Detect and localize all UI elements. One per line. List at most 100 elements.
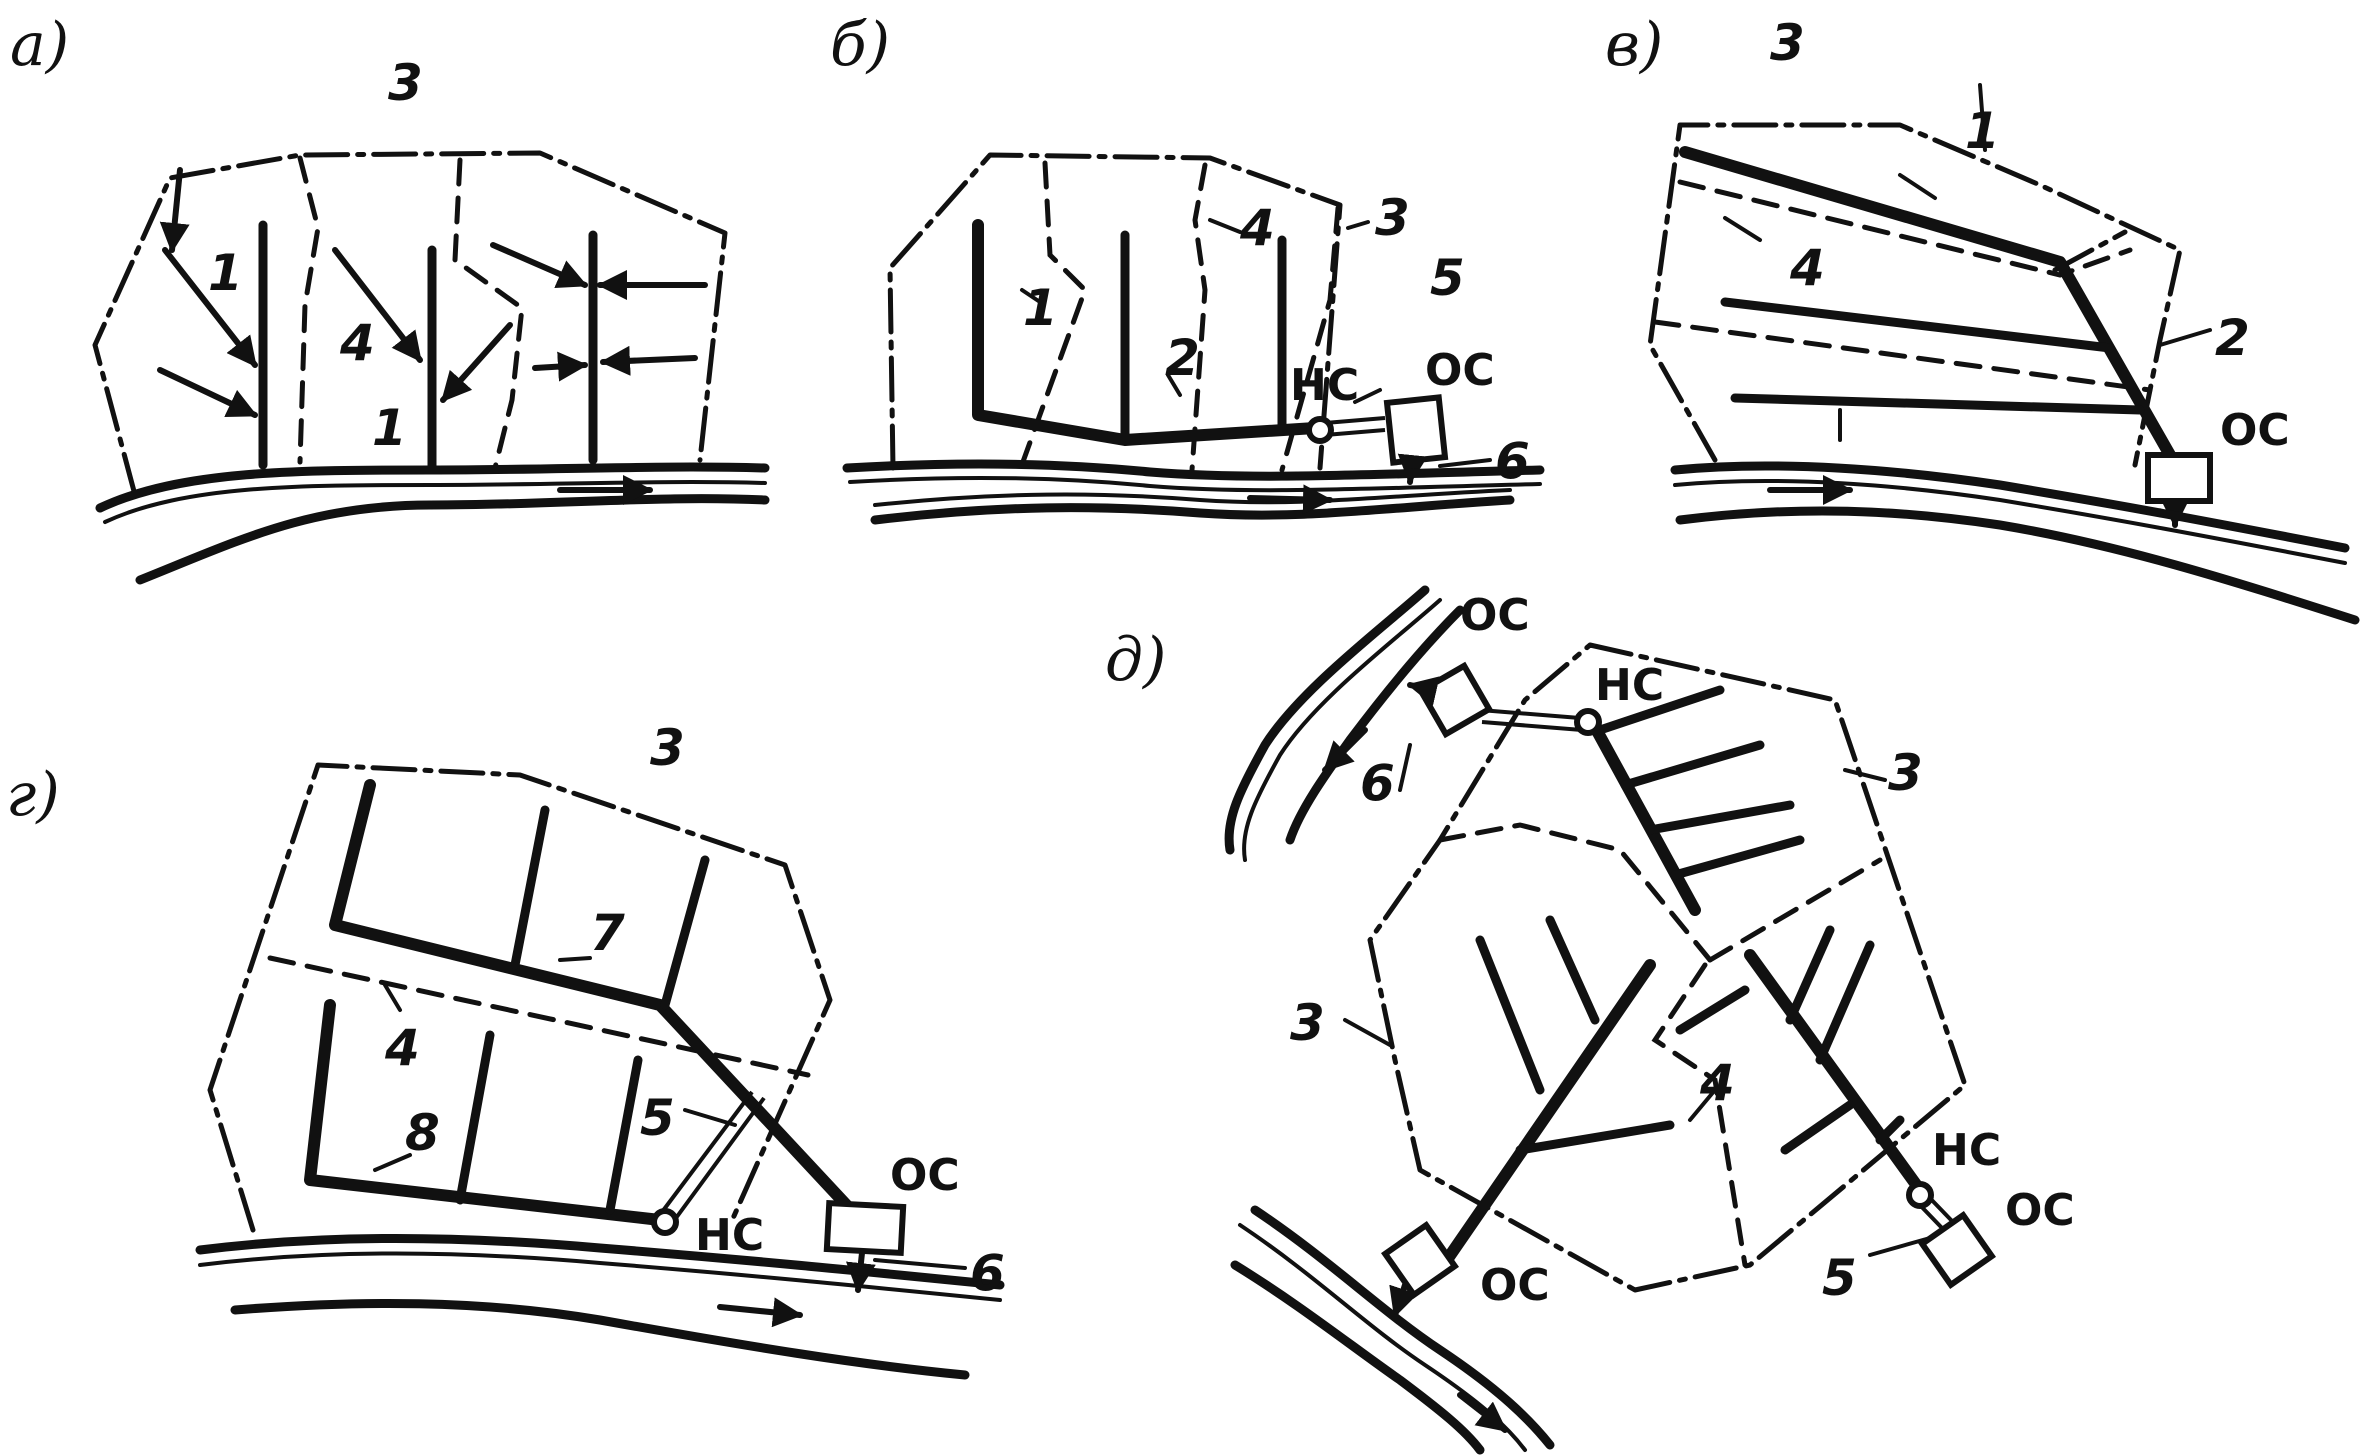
panel-d-branch-top-2 [1620,740,1765,790]
panel-b-divider-1 [1017,160,1088,473]
panel-b-divider-3 [1279,205,1341,473]
panel-b-pressure-main [1324,416,1386,437]
panel-v-treatment-plant [2145,452,2213,504]
panel-b-number-1: 1 [1023,279,1058,337]
panel-b-pump-station-label: НС [1290,360,1359,411]
panel-b-number-5: 5 [1430,249,1465,307]
panel-d-treatment-plant-left [1381,1221,1459,1299]
panel-v-treatment-plant-label: ОС [2220,405,2290,456]
panel-v-river-bank-upper [1670,461,2350,553]
panel-d-outlet-left [1389,1282,1418,1318]
panel-g-label: г) [6,760,60,830]
panel-d-divider-2 [1707,857,1883,963]
panel-v-number-3: 3 [1770,14,1805,72]
panel-a-number-1-right: 1 [372,399,407,457]
panel-g-river-bank-lower [230,1298,970,1380]
panel-v-number-2: 2 [2215,309,2250,367]
panel-a-divider-2 [452,157,525,471]
panel-b-treatment-plant [1383,394,1449,466]
panel-d-collector-right [1744,949,1926,1196]
panel-g-river-bank-upper-inner [198,1251,1002,1302]
panel-d-branch-left-2 [1545,915,1600,1025]
panel-a-river-bank-upper-inner [103,480,767,524]
panel-g-treatment-plant-label: ОС [890,1150,960,1201]
panel-d-treatment-plant-left-label: ОС [1480,1260,1550,1311]
panel-b-flow-direction-arrow [1247,484,1333,515]
panel-v-number-4: 4 [1789,239,1825,297]
panel-b-river-bank-upper [842,459,1545,481]
panel-a-number-1-left: 1 [208,244,243,302]
panel-b-divider-2 [1189,162,1208,473]
panel-b-treatment-plant-label: ОС [1425,345,1495,396]
panel-d-treatment-plant-top [1416,661,1494,739]
panel-d-branch-left-3 [1515,1120,1675,1155]
panel-d-river-top-outer [1224,585,1430,855]
panel-d-outlet-top [1407,676,1440,706]
panel-g-divider-1 [267,955,811,1078]
panel-b-river-bank-upper-inner [848,475,1542,493]
panel-a: а) 3 1 4 1 [10,10,770,585]
panel-v-river-bank-lower [1675,506,2360,625]
panel-a-river-bank-lower [135,494,770,585]
panel-b-pump-station-marker [1306,416,1334,444]
panel-d-river-top-bank [1285,605,1465,845]
panel-b-number-4: 4 [1239,199,1275,257]
panel-g-flow-direction-arrow [717,1297,803,1328]
panel-d-pump-station-top-marker [1574,708,1602,736]
panel-v-divider-1 [1677,179,2133,278]
panel-g-number-6: 6 [970,1244,1005,1302]
panel-a-label: а) [10,10,69,80]
panel-b-number-3: 3 [1375,189,1410,247]
panel-g-treatment-plant [823,1199,907,1257]
panel-d-number-3-right: 3 [1888,744,1923,802]
panel-g-number-7: 7 [590,904,625,962]
panel-g-pump-station-label: НС [695,1210,764,1261]
panel-d-river-bottom-inner [1238,1223,1527,1452]
panel-v-divider-2 [1652,319,2153,393]
panel-g-pump-station-marker [651,1208,679,1236]
panel-g-street-3 [455,1030,495,1205]
panel-g-street-1 [510,805,550,970]
panel-d-pump-station-top-label: НС [1595,660,1664,711]
panel-d-treatment-plant-right [1918,1211,1996,1289]
panel-v-street-2 [1730,393,2145,415]
panel-b-label: б) [830,10,890,80]
panel-g-collector-7 [329,779,871,1231]
panel-g-pressure-main [660,1090,766,1220]
panel-g-number-8: 8 [405,1104,440,1162]
panel-g-number-3: 3 [650,719,685,777]
panel-d-number-3-left: 3 [1290,994,1325,1052]
panel-d-collector-left [1434,959,1656,1276]
panel-d-pump-station-bottom-marker [1906,1181,1934,1209]
panel-b-main-collector [972,219,1321,446]
panel-g-collector-8 [304,999,666,1226]
panel-d-treatment-plant-top-label: ОС [1460,590,1530,641]
panel-d-number-6: 6 [1360,754,1395,812]
panel-d-number-5: 5 [1822,1249,1857,1307]
panel-g-number-4: 4 [384,1019,420,1077]
panel-b-river-bank-lower [870,495,1515,525]
panel-d-pressure-main-top [1479,708,1583,732]
panel-a-number-4: 4 [339,314,375,372]
panel-d-branch-right-1 [1675,985,1750,1035]
panel-v-river-bank-upper-inner [1673,478,2347,565]
panel-b-number-2: 2 [1165,329,1200,387]
panel-d-collector-top [1584,712,1701,916]
panel-v-number-1: 1 [1965,102,2000,160]
panel-d-pump-station-bottom-label: НС [1932,1125,2001,1176]
panel-d-label: д) [1105,625,1166,695]
panel-a-divider-1 [297,155,321,465]
panel-v: в) 3 1 4 2 ОС [1605,10,2360,625]
panel-g-number-5: 5 [640,1089,675,1147]
panel-d-river-bottom-flow-arrow [1457,1392,1508,1433]
panel-d-divider-3 [1651,962,1748,1268]
panel-b-river-bank-lower-inner [873,488,1512,507]
panel-d: д) [1105,585,2075,1455]
panel-g-street-4 [605,1055,643,1215]
panel-d-divider-1 [1437,822,1713,963]
panel-d-branch-left-1 [1475,935,1545,1095]
panel-d-branch-right-4 [1780,1100,1855,1155]
panel-d-branch-top-1 [1595,685,1725,735]
panel-a-flow-arrows [157,167,708,418]
